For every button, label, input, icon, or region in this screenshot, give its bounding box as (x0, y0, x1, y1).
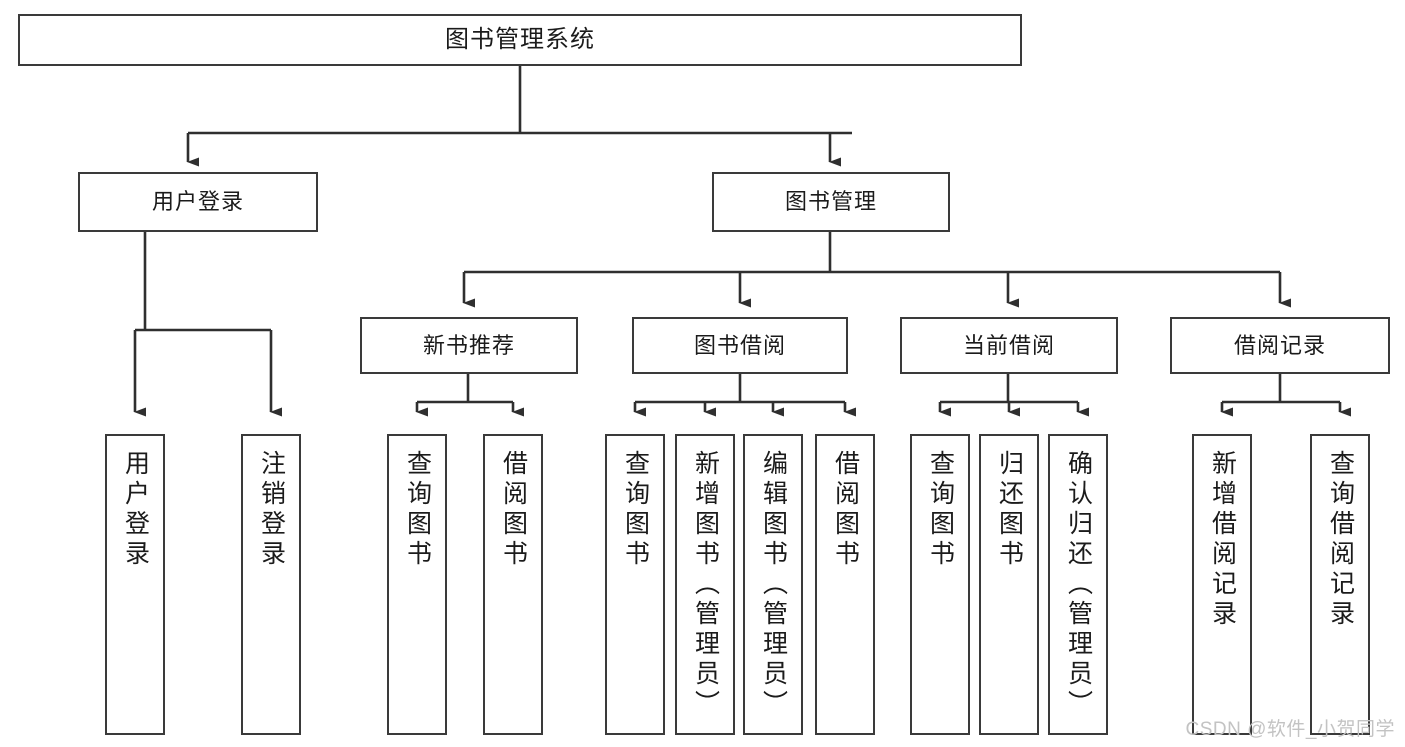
node-borrow-record[interactable]: 借阅记录 (1170, 317, 1390, 374)
leaf-user-login-label: 用户登录 (121, 450, 150, 570)
leaf-user-login[interactable]: 用户登录 (105, 434, 165, 735)
node-current-borrow[interactable]: 当前借阅 (900, 317, 1118, 374)
node-book-borrow-label: 图书借阅 (693, 332, 786, 358)
leaf-logout-login-label: 注销登录 (257, 450, 286, 570)
leaf-add-record[interactable]: 新增借阅记录 (1192, 434, 1252, 735)
node-user-login[interactable]: 用户登录 (78, 172, 318, 232)
leaf-return-book[interactable]: 归还图书 (979, 434, 1039, 735)
leaf-borrow-book-2[interactable]: 借阅图书 (815, 434, 875, 735)
node-book-borrow[interactable]: 图书借阅 (632, 317, 848, 374)
leaf-logout-login[interactable]: 注销登录 (241, 434, 301, 735)
leaf-add-record-label: 新增借阅记录 (1208, 450, 1237, 630)
leaf-query-record[interactable]: 查询借阅记录 (1310, 434, 1370, 735)
leaf-borrow-book-1-label: 借阅图书 (499, 450, 528, 570)
leaf-query-book-2[interactable]: 查询图书 (605, 434, 665, 735)
node-book-manage-label: 图书管理 (784, 189, 877, 215)
node-book-manage[interactable]: 图书管理 (712, 172, 950, 232)
leaf-add-book[interactable]: 新增图书（管理员） (675, 434, 735, 735)
leaf-query-book-2-label: 查询图书 (621, 450, 650, 570)
leaf-query-book-3[interactable]: 查询图书 (910, 434, 970, 735)
node-root-label: 图书管理系统 (445, 26, 595, 54)
leaf-add-book-label: 新增图书（管理员） (691, 450, 720, 720)
leaf-borrow-book-2-label: 借阅图书 (831, 450, 860, 570)
leaf-query-book-1[interactable]: 查询图书 (387, 434, 447, 735)
node-new-book-recommend[interactable]: 新书推荐 (360, 317, 578, 374)
leaf-return-book-label: 归还图书 (995, 450, 1024, 570)
node-new-book-recommend-label: 新书推荐 (422, 332, 515, 358)
leaf-query-book-1-label: 查询图书 (403, 450, 432, 570)
node-user-login-label: 用户登录 (151, 189, 244, 215)
leaf-edit-book[interactable]: 编辑图书（管理员） (743, 434, 803, 735)
node-current-borrow-label: 当前借阅 (962, 332, 1055, 358)
leaf-query-book-3-label: 查询图书 (926, 450, 955, 570)
leaf-borrow-book-1[interactable]: 借阅图书 (483, 434, 543, 735)
node-root[interactable]: 图书管理系统 (18, 14, 1022, 66)
leaf-confirm-return[interactable]: 确认归还（管理员） (1048, 434, 1108, 735)
leaf-edit-book-label: 编辑图书（管理员） (759, 450, 788, 720)
leaf-confirm-return-label: 确认归还（管理员） (1064, 450, 1093, 720)
node-borrow-record-label: 借阅记录 (1233, 332, 1326, 358)
leaf-query-record-label: 查询借阅记录 (1326, 450, 1355, 630)
